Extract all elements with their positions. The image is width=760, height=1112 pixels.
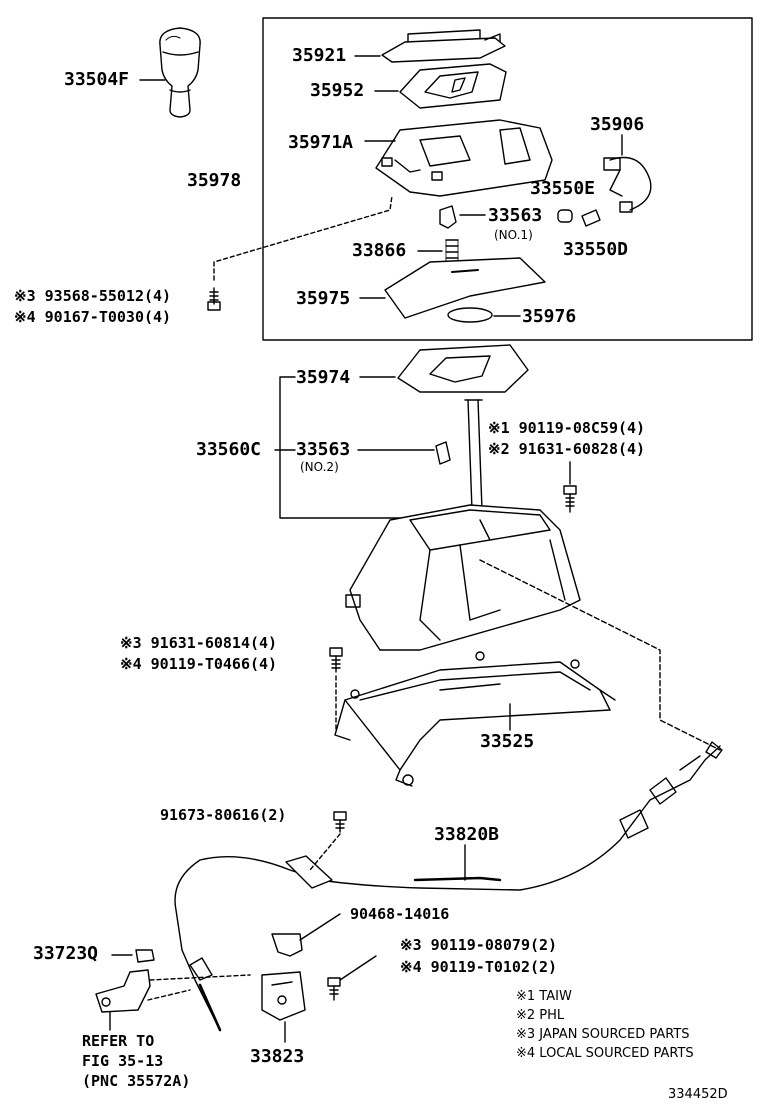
label-35975: 35975	[296, 288, 351, 309]
screw-mid-drawing	[329, 647, 343, 673]
spring-drawing	[445, 239, 459, 265]
label-35952: 35952	[310, 80, 365, 101]
label-35921: 35921	[292, 45, 347, 66]
label-33820B: 33820B	[434, 824, 500, 845]
legend-note-1: ※1 TAIW	[516, 989, 572, 1004]
label-33525: 33525	[480, 731, 535, 752]
cable-33820B-drawing	[174, 741, 723, 1032]
label-93568-55012: ※3 93568-55012(4)	[14, 287, 172, 305]
legend-note-4: ※4 LOCAL SOURCED PARTS	[516, 1046, 694, 1061]
screw-upper-drawing	[207, 287, 221, 311]
legend-note-2: ※2 PHL	[516, 1008, 565, 1023]
bulb-drawing	[557, 209, 601, 227]
label-35906: 35906	[590, 114, 645, 135]
label-33550D: 33550D	[563, 239, 629, 260]
clip-90468-drawing	[271, 933, 303, 957]
label-35971A: 35971A	[288, 132, 354, 153]
label-33550E: 33550E	[530, 178, 596, 199]
label-90119-T0102: ※4 90119-T0102(2)	[400, 958, 558, 976]
part-35976-drawing	[447, 307, 493, 323]
shift-lever-rod	[464, 399, 483, 511]
label-33723Q: 33723Q	[33, 943, 99, 964]
screw-91673-drawing	[333, 811, 347, 833]
clip-33563b-drawing	[435, 441, 451, 465]
base-plate-33525-drawing	[334, 651, 616, 787]
label-33823: 33823	[250, 1046, 305, 1067]
part-35921-drawing	[381, 29, 506, 63]
label-91673-80616: 91673-80616(2)	[160, 806, 287, 824]
label-90468-14016: 90468-14016	[350, 905, 450, 923]
bracket-33823-drawing	[261, 971, 306, 1021]
refer-line-1: REFER TO	[82, 1032, 155, 1050]
clip-33563-drawing	[439, 205, 457, 229]
screw-right-drawing	[563, 485, 577, 513]
screw-lower-drawing	[327, 977, 341, 1001]
shift-knob-drawing	[159, 27, 201, 118]
part-35975-drawing	[384, 257, 546, 319]
label-90119-08079: ※3 90119-08079(2)	[400, 936, 558, 954]
label-33563: 33563	[488, 205, 543, 226]
legend-note-3: ※3 JAPAN SOURCED PARTS	[516, 1027, 690, 1042]
label-90167-T0030: ※4 90167-T0030(4)	[14, 308, 172, 326]
label-33504F: 33504F	[64, 69, 130, 90]
label-90119-T0466: ※4 90119-T0466(4)	[120, 655, 278, 673]
refer-line-2: FIG 35-13	[82, 1052, 164, 1070]
label-35974: 35974	[296, 367, 351, 388]
diagram-id: 334452D	[668, 1087, 728, 1102]
label-90119-08C59: ※1 90119-08C59(4)	[488, 419, 646, 437]
part-35906-drawing	[603, 156, 652, 213]
label-91631-60828: ※2 91631-60828(4)	[488, 440, 646, 458]
label-33563-b: 33563	[296, 439, 351, 460]
bracket-refer-drawing	[95, 969, 151, 1013]
label-33563-no1: (NO.1)	[494, 228, 533, 242]
shift-housing-drawing	[345, 504, 581, 651]
bracket-33560C	[279, 376, 421, 519]
label-33866: 33866	[352, 240, 407, 261]
part-35974-drawing	[397, 344, 529, 393]
assembly-group-box	[262, 17, 753, 341]
label-35978: 35978	[187, 170, 242, 191]
label-33560C: 33560C	[196, 439, 262, 460]
refer-line-3: (PNC 35572A)	[82, 1072, 191, 1090]
label-33563-no2: (NO.2)	[300, 460, 339, 474]
label-91631-60814: ※3 91631-60814(4)	[120, 634, 278, 652]
part-35971A-drawing	[375, 119, 553, 197]
nut-33723Q-drawing	[135, 949, 155, 963]
part-35952-drawing	[399, 63, 507, 109]
label-35976: 35976	[522, 306, 577, 327]
